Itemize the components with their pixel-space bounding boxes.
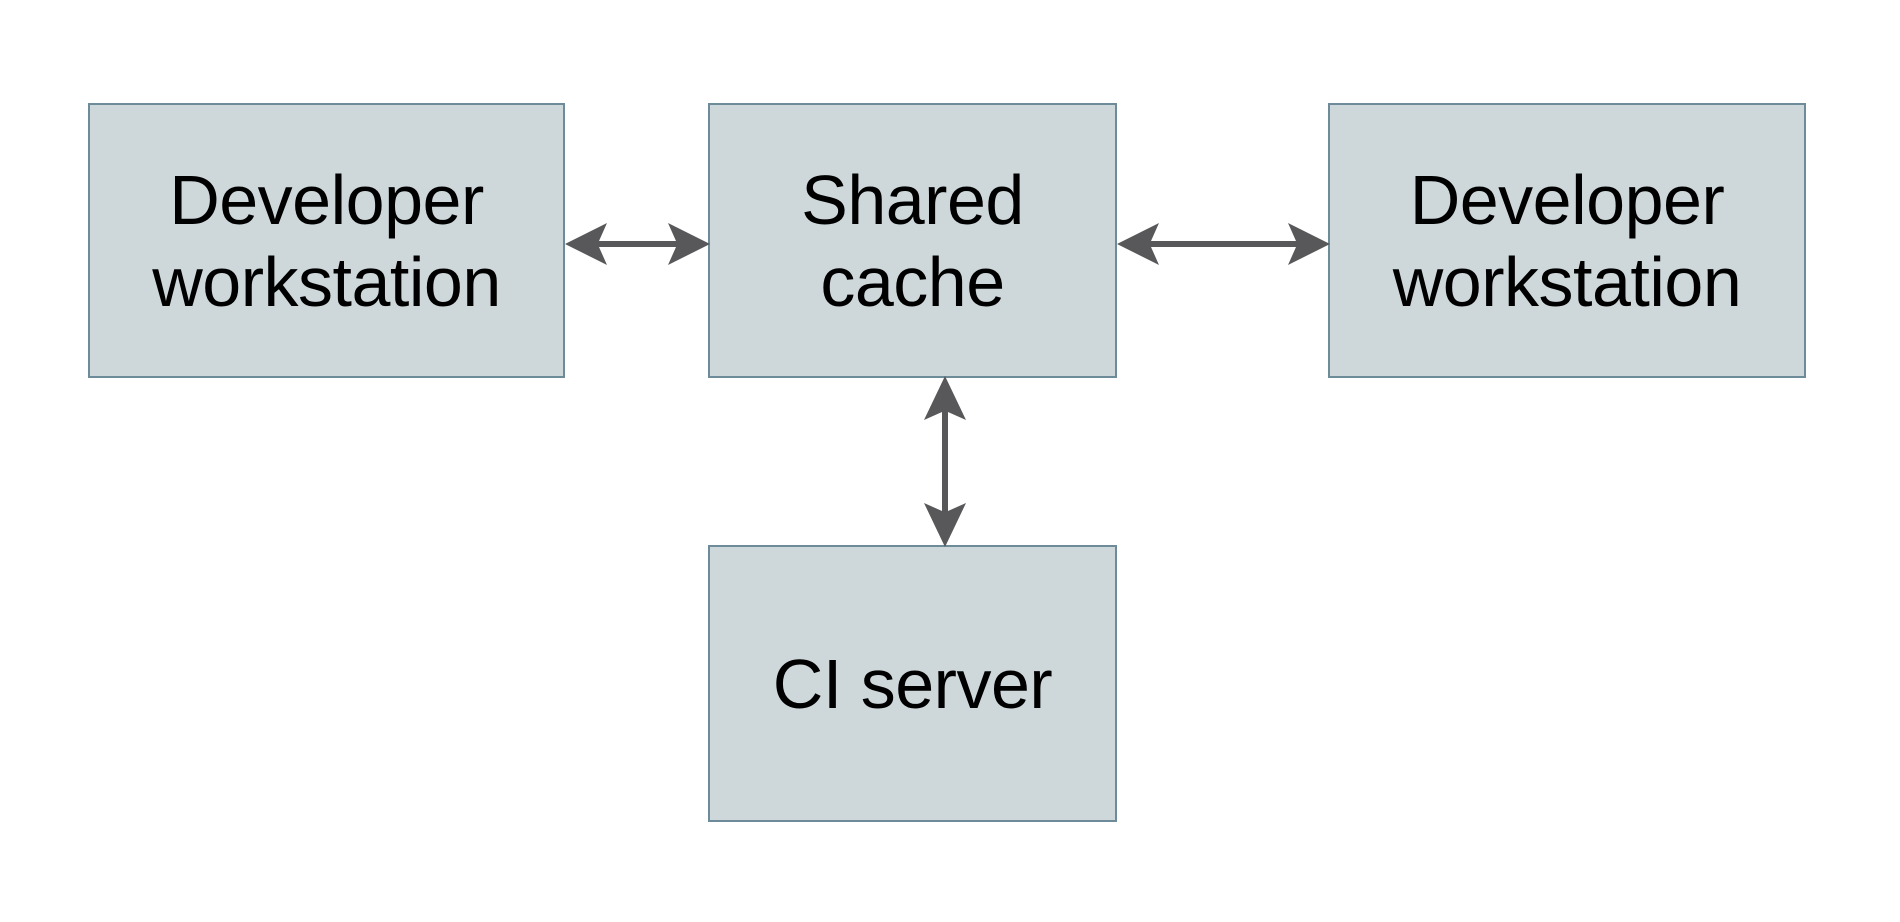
- node-label: Developer workstation: [152, 160, 501, 321]
- node-label: Shared cache: [801, 160, 1024, 321]
- edge-stem: [595, 241, 680, 247]
- arrowhead-left-icon: [1117, 223, 1159, 265]
- node-developer-workstation-left[interactable]: Developer workstation: [88, 103, 565, 378]
- node-label: CI server: [772, 644, 1053, 723]
- arrowhead-up-icon: [924, 376, 966, 420]
- arrowhead-right-icon: [668, 223, 710, 265]
- edge-stem: [942, 406, 948, 517]
- edge-shared-cache-to-dev-right: [1117, 223, 1330, 265]
- edge-stem: [1147, 241, 1300, 247]
- arrowhead-left-icon: [565, 223, 607, 265]
- node-shared-cache[interactable]: Shared cache: [708, 103, 1117, 378]
- edge-dev-left-to-shared-cache: [565, 223, 710, 265]
- node-label: Developer workstation: [1392, 160, 1742, 321]
- edge-shared-cache-to-ci-server: [924, 376, 966, 547]
- arrowhead-right-icon: [1288, 223, 1330, 265]
- arrowhead-down-icon: [924, 503, 966, 547]
- node-ci-server[interactable]: CI server: [708, 545, 1117, 822]
- node-developer-workstation-right[interactable]: Developer workstation: [1328, 103, 1806, 378]
